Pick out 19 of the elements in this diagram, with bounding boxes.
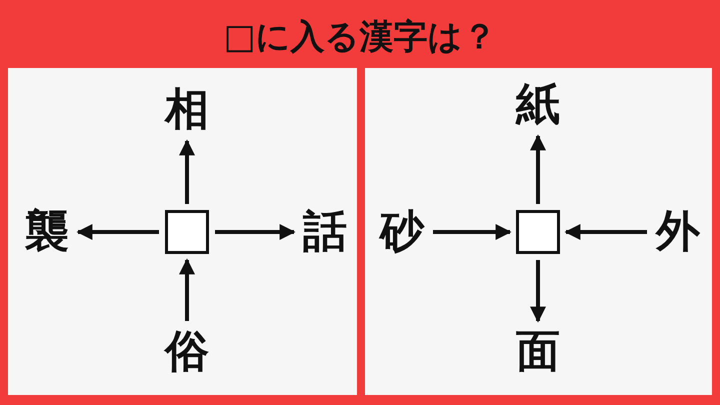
kanji-character: 襲 [22, 207, 72, 257]
kanji-character: 外 [653, 207, 703, 257]
blank-box [165, 210, 209, 254]
kanji-character: 砂 [377, 207, 427, 257]
kanji-character: 面 [513, 327, 563, 377]
kanji-character: 相 [162, 85, 212, 135]
arrow [530, 134, 546, 204]
arrow [564, 224, 647, 240]
arrow [215, 224, 296, 240]
arrow [76, 224, 159, 240]
arrow [179, 139, 195, 204]
kanji-character: 紙 [513, 80, 563, 130]
kanji-character: 俗 [162, 327, 212, 377]
blank-box [516, 210, 560, 254]
arrow [179, 258, 195, 321]
arrow [433, 224, 512, 240]
title: □に入る漢字は？ [223, 17, 497, 57]
kanji-character: 話 [300, 207, 350, 257]
arrow [530, 260, 546, 323]
